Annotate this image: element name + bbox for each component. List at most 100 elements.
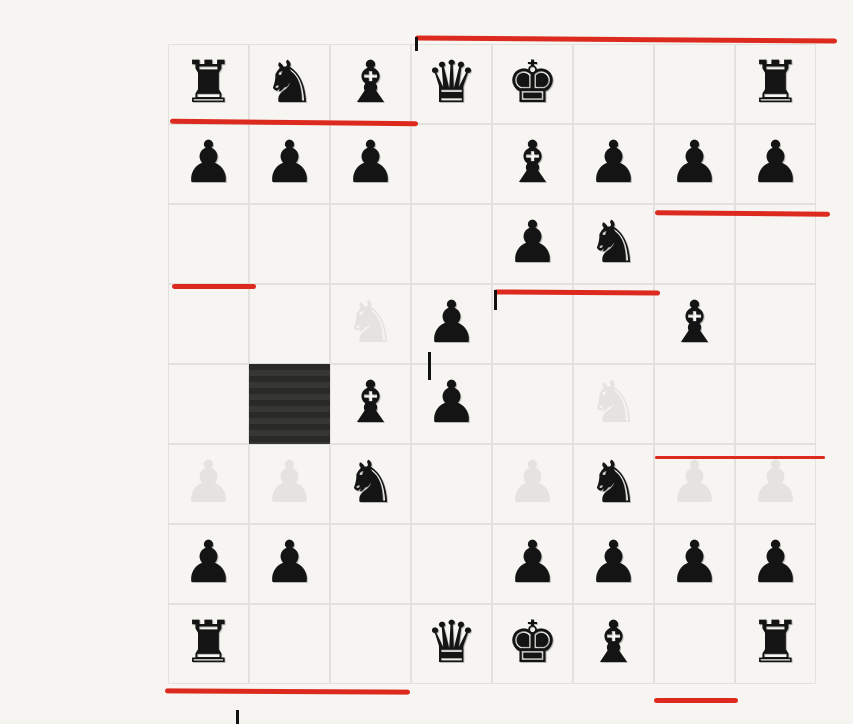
- board-square: ♟: [330, 124, 411, 204]
- chess-piece: ♛: [426, 613, 478, 671]
- board-square: ♟: [168, 124, 249, 204]
- board-square: [411, 204, 492, 284]
- board-square: [735, 284, 816, 364]
- chess-piece: ♟: [264, 533, 316, 591]
- board-square: ♟: [249, 124, 330, 204]
- board-square: [573, 284, 654, 364]
- board-square: ♜: [168, 604, 249, 684]
- chess-piece: ♝: [669, 293, 721, 351]
- board-square: ♞: [573, 364, 654, 444]
- board-square: ♚: [492, 44, 573, 124]
- chess-piece: ♝: [507, 133, 559, 191]
- board-square: ♟: [492, 444, 573, 524]
- board-square: ♟: [411, 284, 492, 364]
- chess-piece: ♟: [426, 293, 478, 351]
- board-square: [411, 124, 492, 204]
- board-square: ♟: [249, 524, 330, 604]
- chess-piece: ♜: [183, 53, 235, 111]
- chess-piece: ♟: [507, 533, 559, 591]
- chess-piece: ♚: [507, 53, 559, 111]
- board-square: [492, 284, 573, 364]
- board-square: [654, 604, 735, 684]
- board-square: ♟: [573, 124, 654, 204]
- chess-piece: ♚: [507, 613, 559, 671]
- board-square: ♜: [735, 44, 816, 124]
- board-square: [573, 44, 654, 124]
- ink-tick: [428, 352, 431, 380]
- board-square: [330, 204, 411, 284]
- board-square: ♝: [330, 44, 411, 124]
- board-square: ♝: [492, 124, 573, 204]
- chess-piece: ♞: [588, 213, 640, 271]
- red-marker-stroke: [415, 36, 837, 44]
- board-square: [492, 364, 573, 444]
- board-square: ♟: [735, 124, 816, 204]
- board-square: [168, 284, 249, 364]
- board-square: ♟: [492, 204, 573, 284]
- board-square: [249, 204, 330, 284]
- chess-piece: ♛: [426, 53, 478, 111]
- chess-piece: ♟: [669, 533, 721, 591]
- board-square: ♛: [411, 44, 492, 124]
- board-square: [735, 364, 816, 444]
- board-square: ♟: [654, 124, 735, 204]
- board-square: ♚: [492, 604, 573, 684]
- board-square: [249, 284, 330, 364]
- board-square: [654, 364, 735, 444]
- dark-painted-square: [249, 364, 330, 444]
- chess-piece: ♟: [588, 133, 640, 191]
- board-square: ♟: [249, 444, 330, 524]
- chess-piece: ♝: [345, 373, 397, 431]
- board-square: ♟: [168, 444, 249, 524]
- chess-piece: ♟: [750, 133, 802, 191]
- chess-piece: ♟: [588, 533, 640, 591]
- board-square: ♜: [735, 604, 816, 684]
- board-square: ♟: [654, 524, 735, 604]
- chess-piece: ♟: [345, 133, 397, 191]
- chess-piece: ♟: [507, 213, 559, 271]
- chess-piece: ♝: [588, 613, 640, 671]
- chess-piece: ♞: [345, 453, 397, 511]
- chess-piece: ♞: [588, 453, 640, 511]
- faded-chess-piece: ♞: [345, 293, 397, 351]
- board-square: ♟: [492, 524, 573, 604]
- chess-piece: ♞: [264, 53, 316, 111]
- chess-piece: ♟: [183, 133, 235, 191]
- chess-piece: ♜: [750, 613, 802, 671]
- board-square: [168, 364, 249, 444]
- faded-chess-piece: ♟: [264, 453, 316, 511]
- board-square: [168, 204, 249, 284]
- chess-piece: ♝: [345, 53, 397, 111]
- board-square: ♟: [735, 524, 816, 604]
- ink-tick: [415, 37, 418, 51]
- board-square: [411, 524, 492, 604]
- chess-piece: ♜: [750, 53, 802, 111]
- board-square: ♛: [411, 604, 492, 684]
- chess-piece: ♟: [669, 133, 721, 191]
- board-square: ♝: [654, 284, 735, 364]
- faded-chess-piece: ♟: [183, 453, 235, 511]
- chess-board: ♜♞♝♛♚♜♟♟♟♝♟♟♟♟♞♞♟♝♝♟♞♟♟♞♟♞♟♟♟♟♟♟♟♟♜♛♚♝♜: [168, 44, 832, 700]
- board-square: ♞: [249, 44, 330, 124]
- board-square: [411, 444, 492, 524]
- faded-chess-piece: ♟: [750, 453, 802, 511]
- board-square: ♝: [573, 604, 654, 684]
- board-square: [654, 204, 735, 284]
- board-square: [654, 44, 735, 124]
- board-square: [249, 604, 330, 684]
- chess-piece: ♟: [750, 533, 802, 591]
- board-square: ♞: [573, 444, 654, 524]
- chess-piece: ♟: [426, 373, 478, 431]
- board-square: [330, 604, 411, 684]
- board-square: ♝: [330, 364, 411, 444]
- red-marker-stroke: [654, 698, 738, 703]
- board-square: ♟: [573, 524, 654, 604]
- board-square: ♜: [168, 44, 249, 124]
- board-square: ♟: [411, 364, 492, 444]
- chess-piece: ♜: [183, 613, 235, 671]
- chess-piece: ♟: [183, 533, 235, 591]
- red-marker-stroke: [172, 284, 256, 289]
- board-square: ♞: [330, 284, 411, 364]
- faded-chess-piece: ♟: [669, 453, 721, 511]
